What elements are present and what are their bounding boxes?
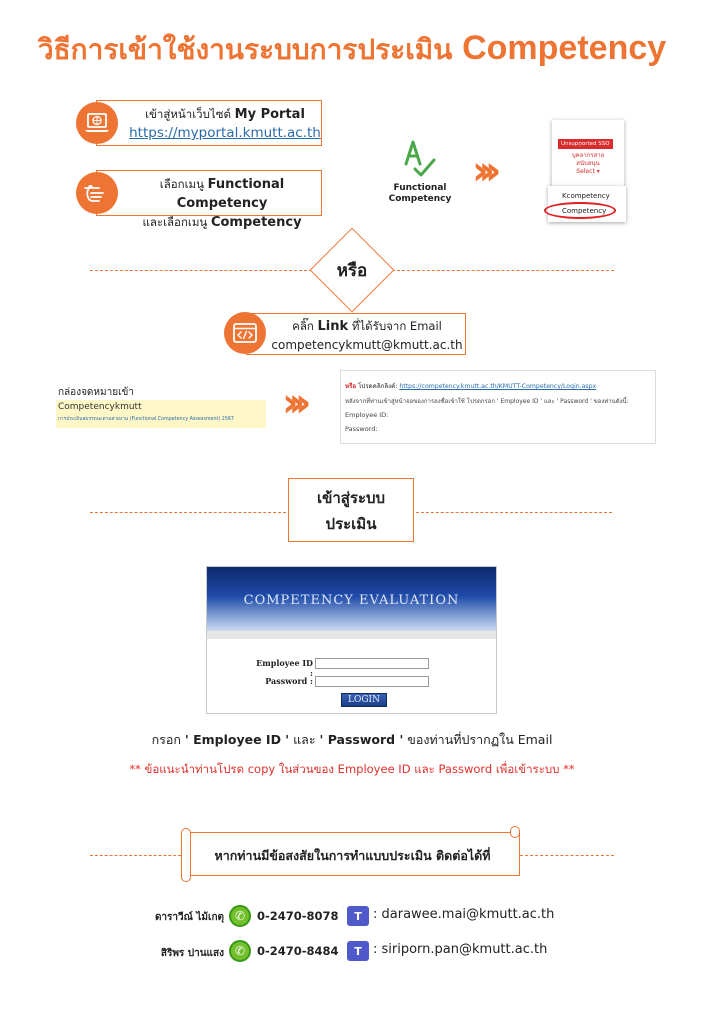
or-label: หรือ	[336, 261, 368, 281]
menu-mockup: Unsupported SSO ประเมินสมรรถนะ บุคลากรสา…	[552, 120, 624, 188]
divider-left-3	[90, 855, 186, 856]
instruction-line: กรอก ' Employee ID ' และ ' Password ' ขอ…	[0, 730, 704, 750]
email-password-label: Password:	[345, 425, 378, 433]
step-portal-en: My Portal	[234, 107, 305, 122]
checkmark-a-icon	[400, 138, 440, 180]
contact-email-1[interactable]: : darawee.mai@kmutt.ac.th	[373, 907, 555, 922]
page-title: วิธีการเข้าใช้งานระบบการประเมิน Competen…	[0, 28, 704, 72]
divider-left-2	[90, 512, 286, 513]
login-banner-shadow	[207, 631, 496, 639]
email-instructions: หลังจากที่ท่านเข้าสู่หน้าจอของการลงชื่อเ…	[345, 398, 629, 405]
step-portal-text: เข้าสู่หน้าเว็บไซต์ My Portal https://my…	[127, 105, 323, 142]
contact-name-2: สิริพร ปานแสง	[160, 948, 224, 959]
menu-text: ประเมินสมรรถนะ บุคลากรสาย สนับสนุน Selec…	[552, 144, 624, 176]
step-email-text: คลิ๊ก Link ที่ได้รับจาก Email competency…	[267, 317, 467, 354]
teams-icon: T	[347, 906, 369, 926]
step-menu-card: เลือกเมนู Functional Competency และเลือก…	[96, 170, 322, 230]
enter-system-box: เข้าสู่ระบบ ประเมิน	[288, 478, 414, 542]
sso-tag: Unsupported SSO	[558, 139, 613, 149]
inbox-sender: Competencykmutt	[58, 402, 142, 412]
select-dropdown[interactable]: Select ▾	[576, 168, 600, 175]
submenu-mockup: Kcompetency Competency	[544, 186, 626, 222]
pointing-hand-icon	[76, 172, 118, 214]
highlight-ellipse	[544, 202, 616, 219]
inbox-heading: กล่องจดหมายเข้า	[58, 387, 134, 398]
step-menu-text: เลือกเมนู Functional Competency และเลือก…	[121, 175, 323, 232]
title-thai: วิธีการเข้าใช้งานระบบการประเมิน	[37, 33, 453, 66]
email-link-line: หรือ โปรดคลิกลิงค์: https://competency.k…	[345, 381, 596, 391]
menu-text-1: ประเมินสมรรถนะ	[565, 144, 611, 151]
instruction-post: ของท่านที่ปรากฏใน Email	[407, 732, 553, 747]
password-label: Password :	[265, 676, 313, 686]
contact-phone-1: 0-2470-8078	[257, 909, 339, 923]
divider-right-2	[416, 512, 612, 513]
divider-right-3	[520, 855, 614, 856]
laptop-icon	[76, 102, 118, 144]
contact-banner: หากท่านมีข้อสงสัยในการทำแบบประเมิน ติดต่…	[186, 832, 520, 876]
tip-text: ** ข้อแนะนำท่านโปรด copy ในส่วนของ Emplo…	[129, 762, 575, 776]
login-banner: Competency Evaluation	[207, 567, 496, 631]
functional-label: Functional Competency	[384, 183, 456, 205]
portal-link[interactable]: https://myportal.kmutt.ac.th	[129, 125, 321, 141]
code-window-icon	[224, 312, 266, 354]
step-portal-thai: เข้าสู่หน้าเว็บไซต์	[145, 107, 231, 121]
functional-label-2: Competency	[388, 194, 452, 204]
step-menu-thai-2: และเลือกเมนู	[142, 215, 208, 229]
divider-right	[392, 270, 614, 271]
scroll-right-curl	[510, 826, 520, 838]
step-email-card: คลิ๊ก Link ที่ได้รับจาก Email competency…	[246, 313, 466, 355]
inbox-email-item[interactable]: Competencykmutt การประเมินสมรรถนะตามสายง…	[56, 400, 266, 428]
login-banner-title: Competency Evaluation	[243, 593, 460, 608]
title-english: Competency	[462, 29, 667, 67]
functional-label-1: Functional	[393, 183, 447, 193]
inbox-subject: การประเมินสมรรถนะตามสายงาน (Functional C…	[58, 417, 234, 422]
step-email-link-word: Link	[317, 319, 349, 334]
teams-icon-2: T	[347, 941, 369, 961]
step-menu-thai: เลือกเมนู	[159, 177, 205, 191]
menu-item-kcompetency[interactable]: Kcompetency	[562, 192, 610, 200]
chevrons-icon: ›››	[472, 148, 502, 194]
step-menu-en: Functional Competency	[176, 177, 285, 211]
menu-text-3: สนับสนุน	[576, 160, 600, 167]
instruction-pre: กรอก	[151, 732, 181, 747]
instruction-mid: และ	[293, 732, 316, 747]
step-menu-en-2: Competency	[210, 215, 302, 230]
password-input[interactable]	[315, 676, 429, 687]
menu-text-2: บุคลากรสาย	[571, 152, 605, 159]
step-portal-card: เข้าสู่หน้าเว็บไซต์ My Portal https://my…	[96, 100, 322, 146]
login-screenshot: Competency Evaluation Employee ID : Pass…	[206, 566, 497, 714]
email-click-text: โปรดคลิกลิงค์:	[358, 383, 398, 390]
contact-phone-2: 0-2470-8484	[257, 944, 339, 958]
enter-system-line2: ประเมิน	[325, 515, 377, 533]
login-link[interactable]: https://competency.kmutt.ac.th/KMUTT-Com…	[399, 383, 597, 390]
login-button[interactable]: LOGIN	[341, 693, 387, 707]
competency-email: competencykmutt@kmutt.ac.th	[271, 338, 463, 352]
contact-name-1: ดาราวีณ์ ไม้เกตุ	[154, 912, 224, 923]
employee-id-label: Employee ID :	[256, 658, 313, 678]
email-or: หรือ	[345, 383, 357, 390]
email-employee-label: Employee ID:	[345, 411, 389, 419]
enter-system-line1: เข้าสู่ระบบ	[316, 489, 386, 507]
contact-heading: หากท่านมีข้อสงสัยในการทำแบบประเมิน ติดต่…	[214, 848, 491, 863]
instruction-password: ' Password '	[319, 732, 404, 747]
instruction-employee: ' Employee ID '	[184, 732, 290, 747]
phone-icon-2: ✆	[229, 940, 251, 962]
employee-id-input[interactable]	[315, 658, 429, 669]
email-body-panel: หรือ โปรดคลิกลิงค์: https://competency.k…	[340, 370, 656, 444]
contact-email-2[interactable]: : siriporn.pan@kmutt.ac.th	[373, 942, 548, 957]
step-email-thai: คลิ๊ก	[292, 319, 314, 333]
phone-icon: ✆	[229, 905, 251, 927]
chevrons-icon-2: ›››	[282, 380, 312, 426]
divider-left	[90, 270, 312, 271]
scroll-left-edge	[181, 828, 191, 882]
step-email-rest: ที่ได้รับจาก Email	[351, 319, 442, 333]
